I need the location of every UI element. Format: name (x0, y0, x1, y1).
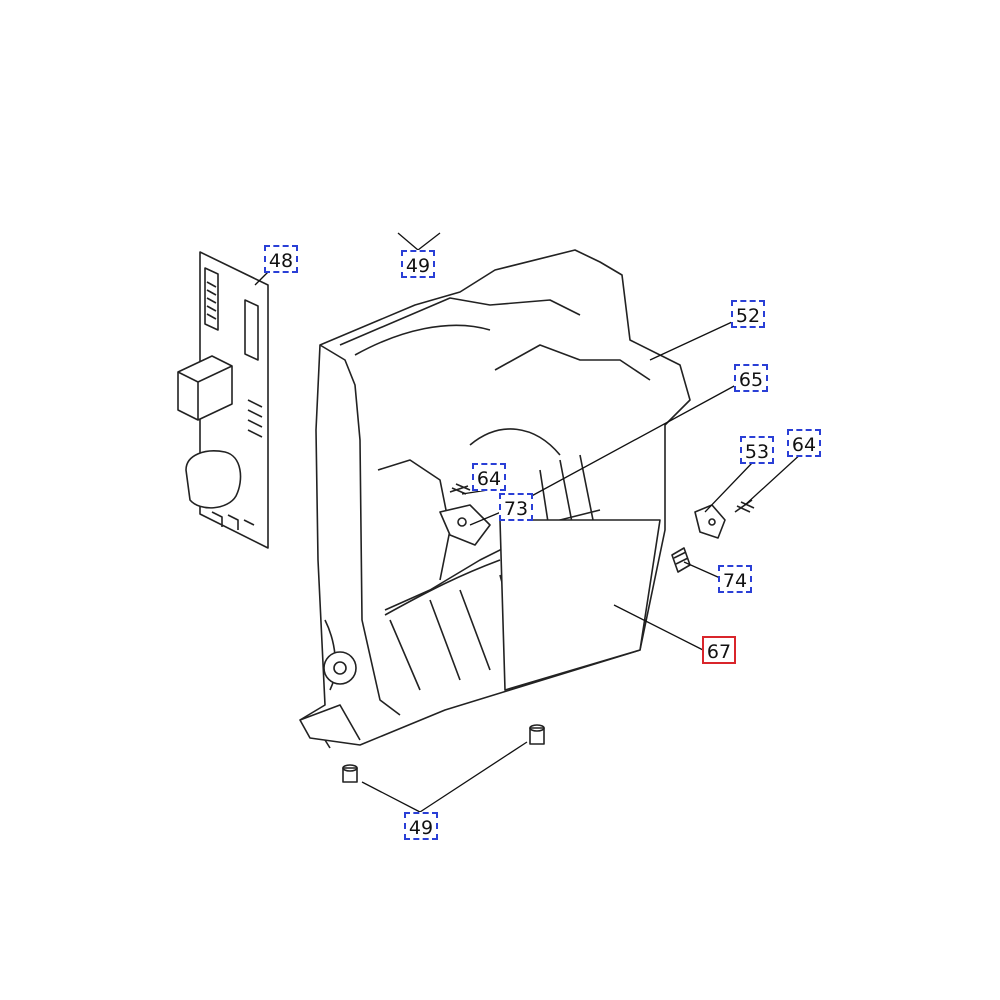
callout-73[interactable]: 73 (499, 493, 533, 521)
callout-52[interactable]: 52 (731, 300, 765, 328)
spring-part-left (449, 483, 471, 495)
callout-53[interactable]: 53 (740, 436, 774, 464)
spring-part-right (734, 499, 755, 513)
leader-lines (254, 232, 804, 813)
main-housing-part (299, 249, 691, 749)
callout-74[interactable]: 74 (718, 565, 752, 593)
callout-49-top[interactable]: 49 (401, 250, 435, 278)
callout-65[interactable]: 65 (734, 364, 768, 392)
lever-part-53 (694, 504, 726, 539)
bracket-part-73 (439, 504, 491, 546)
callout-48[interactable]: 48 (264, 245, 298, 273)
circuit-board-part (177, 251, 269, 549)
knob-part-74 (671, 547, 691, 573)
callout-49-bottom[interactable]: 49 (404, 812, 438, 840)
callout-67-selected[interactable]: 67 (702, 636, 736, 664)
callout-64-right[interactable]: 64 (787, 429, 821, 457)
foot-parts (342, 724, 545, 783)
callout-64-left[interactable]: 64 (472, 463, 506, 491)
